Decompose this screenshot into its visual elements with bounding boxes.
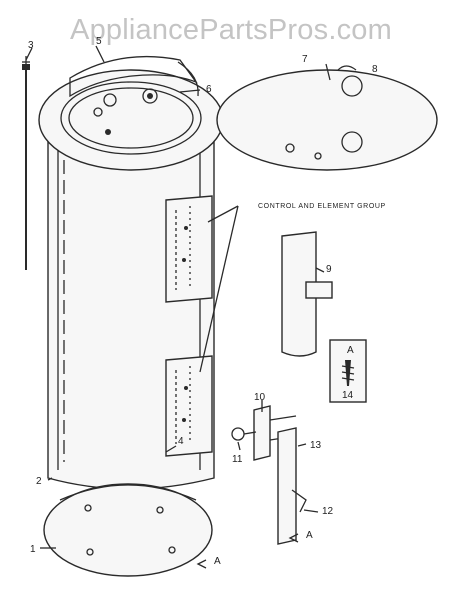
lower-access-panel	[165, 355, 213, 457]
callout-10: 10	[254, 392, 266, 403]
callout-7: 7	[302, 54, 308, 65]
anode-rod	[22, 56, 30, 270]
plug-part	[337, 65, 357, 71]
callout-11: 11	[232, 454, 243, 465]
callout-a-box: A	[347, 345, 354, 356]
leader-lines	[25, 45, 331, 549]
callout-13: 13	[310, 440, 322, 451]
callout-9: 9	[326, 264, 332, 275]
callout-14: 14	[342, 390, 354, 401]
tank-top	[38, 69, 224, 171]
callout-3: 3	[28, 40, 34, 51]
arrow-icon-right	[288, 533, 299, 543]
callout-a-bottom: A	[214, 556, 221, 567]
insulation-jacket	[69, 55, 199, 98]
screw-detail-box	[329, 339, 367, 403]
callout-6: 6	[206, 84, 212, 95]
callout-a-right: A	[306, 530, 313, 541]
callout-12: 12	[322, 506, 334, 517]
thermostat-clip	[231, 427, 257, 441]
upper-cover-plate	[281, 231, 333, 357]
bottom-pan	[43, 483, 213, 577]
group-label: CONTROL AND ELEMENT GROUP	[258, 203, 386, 210]
arrow-icon	[196, 559, 207, 569]
callout-8: 8	[372, 64, 378, 75]
lower-cover-plate	[277, 427, 307, 545]
watermark-text: AppliancePartsPros.com	[70, 14, 392, 46]
callout-4: 4	[178, 436, 184, 447]
callout-1: 1	[30, 544, 36, 555]
upper-access-panel	[165, 195, 213, 303]
top-cover	[216, 69, 438, 171]
callout-2: 2	[36, 476, 42, 487]
callout-5: 5	[96, 36, 102, 47]
